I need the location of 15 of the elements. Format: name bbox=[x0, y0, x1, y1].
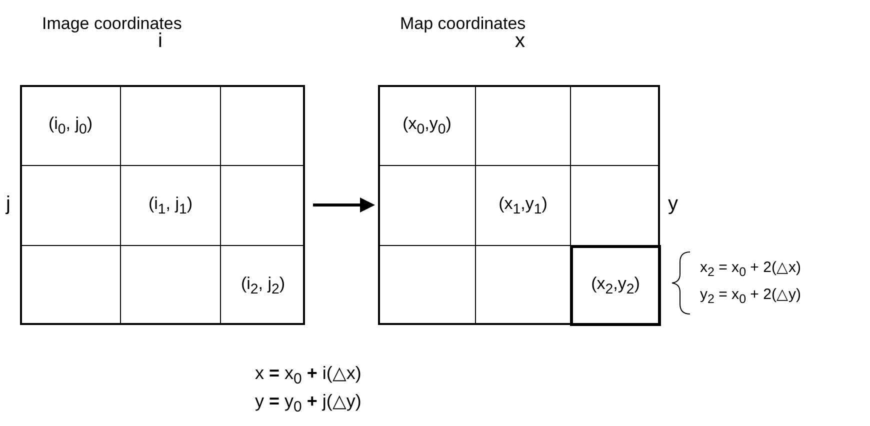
equation-text: y$_{2}$ = x$_{0}$ + 2(△y) bbox=[700, 285, 801, 306]
grid-heading: Image coordinates bbox=[42, 14, 182, 33]
formula-text: x = x$_{0}$ + i(△x) bbox=[255, 362, 362, 388]
equation-text: x$_{2}$ = x$_{0}$ + 2(△x) bbox=[700, 258, 801, 279]
coordinate-label: (x$_{1}$,y$_{1}$) bbox=[475, 165, 571, 246]
formula-text: y = y$_{0}$ + j(△y) bbox=[255, 390, 362, 416]
axis-label: y bbox=[668, 193, 678, 216]
coordinate-label: (i$_{1}$, j$_{1}$) bbox=[120, 165, 221, 246]
axis-label: i bbox=[158, 30, 162, 53]
coordinate-label: (i$_{2}$, j$_{2}$) bbox=[220, 245, 306, 326]
coordinate-label: (i$_{0}$, j$_{0}$) bbox=[20, 85, 121, 166]
coordinate-label: (x$_{0}$,y$_{0}$) bbox=[378, 85, 476, 166]
arrow bbox=[313, 198, 375, 212]
highlighted-cell: (x$_{2}$,y$_{2}$) bbox=[570, 245, 661, 326]
axis-label: j bbox=[6, 193, 10, 216]
